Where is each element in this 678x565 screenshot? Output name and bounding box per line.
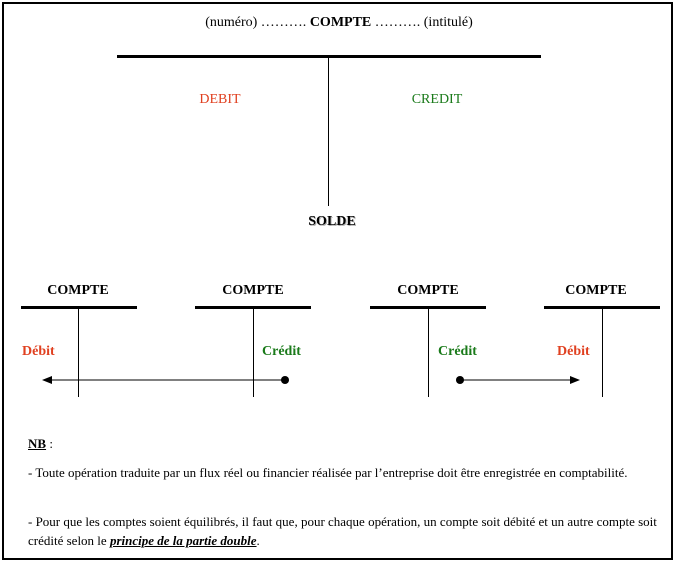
right-flow-arrow xyxy=(456,376,580,384)
main-credit-label: CREDIT xyxy=(411,92,463,107)
nb-colon: : xyxy=(46,436,53,451)
account-1-divider xyxy=(78,309,79,397)
account-title-3: COMPTE xyxy=(397,283,459,298)
right-flow-origin-dot xyxy=(456,376,464,384)
header-label-placeholder: ………. (intitulé) xyxy=(374,15,473,30)
account-4-divider xyxy=(602,309,603,397)
nb-heading: NB : xyxy=(28,434,663,453)
left-flow-origin-dot xyxy=(281,376,289,384)
account-3-top-bar xyxy=(370,306,486,309)
main-account-top-bar xyxy=(117,55,541,58)
flow-left-debit-label: Débit xyxy=(22,344,55,359)
main-account-divider xyxy=(328,58,329,206)
main-account-header: (numéro) ………. COMPTE ………. (intitulé) xyxy=(0,15,678,31)
account-title-4: COMPTE xyxy=(565,283,627,298)
note-line-2: - Pour que les comptes soient équilibrés… xyxy=(28,512,663,550)
double-entry-principle: principe de la partie double xyxy=(109,533,257,548)
account-2-top-bar xyxy=(195,306,311,309)
flow-right-credit-label: Crédit xyxy=(438,344,477,359)
note-line-1: - Toute opération traduite par un flux r… xyxy=(28,465,628,480)
header-number-placeholder: (numéro) ………. xyxy=(205,15,307,30)
account-4-top-bar xyxy=(544,306,660,309)
header-title: COMPTE xyxy=(309,15,372,30)
nb-label: NB xyxy=(28,436,47,451)
account-title-1: COMPTE xyxy=(47,283,109,298)
flow-left-credit-label: Crédit xyxy=(262,344,301,359)
account-1-top-bar xyxy=(21,306,137,309)
account-3-divider xyxy=(428,309,429,397)
main-debit-label: DEBIT xyxy=(199,92,241,107)
left-flow-arrow xyxy=(42,376,289,384)
note-line-2-end: . xyxy=(256,533,260,548)
account-2-divider xyxy=(253,309,254,397)
diagram-frame xyxy=(2,2,673,560)
flow-right-debit-label: Débit xyxy=(557,344,590,359)
account-title-2: COMPTE xyxy=(222,283,284,298)
note-line-2-text: - Pour que les comptes soient équilibrés… xyxy=(28,514,657,548)
solde-label: SOLDE xyxy=(308,214,356,229)
